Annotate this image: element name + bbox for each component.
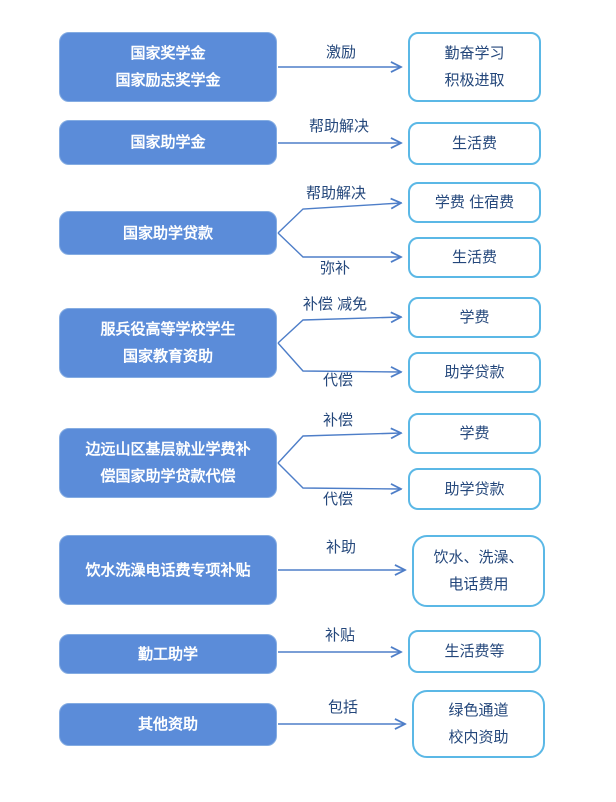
box-text-line: 国家励志奖学金 <box>115 72 221 89</box>
box-text-line: 勤奋学习 <box>444 45 505 62</box>
box-text-line: 助学贷款 <box>444 364 505 381</box>
box-text-line: 校内资助 <box>448 729 509 746</box>
arrow-label: 补助 <box>325 539 357 556</box>
box-text-line: 积极进取 <box>444 72 505 89</box>
source-box-utility: 饮水洗澡电话费专项补贴 <box>59 535 277 605</box>
target-box-tuition-housing: 学费 住宿费 <box>408 182 541 223</box>
box-text-line: 学费 <box>459 309 490 326</box>
box-text-line: 绿色通道 <box>448 702 509 719</box>
arrow-label: 补贴 <box>324 627 356 644</box>
box-text-line: 勤工助学 <box>137 645 198 663</box>
arrow-remote-upper <box>277 433 401 464</box>
arrow-label: 包括 <box>327 699 359 716</box>
source-box-other: 其他资助 <box>59 703 277 746</box>
arrow-loan-upper <box>277 203 401 234</box>
box-text-line: 饮水洗澡电话费专项补贴 <box>85 561 251 579</box>
source-box-military: 服兵役高等学校学生 国家教育资助 <box>59 308 277 378</box>
box-text-line: 服兵役高等学校学生 <box>100 321 236 338</box>
arrow-military-upper <box>277 317 401 344</box>
target-box-student-loan: 助学贷款 <box>408 352 541 393</box>
box-text-line: 生活费 <box>451 249 497 266</box>
target-box-tuition: 学费 <box>408 297 541 338</box>
box-text-line: 国家助学金 <box>130 134 206 151</box>
arrow-loan-lower <box>277 232 401 257</box>
box-text-line: 助学贷款 <box>444 480 505 498</box>
source-box-scholarship: 国家奖学金 国家励志奖学金 <box>59 32 277 102</box>
box-text-line: 边远山区基层就业学费补 <box>85 441 251 458</box>
arrow-label: 帮助解决 <box>308 118 370 135</box>
box-text-line: 国家助学贷款 <box>122 224 213 242</box>
arrow-label: 代偿 <box>322 372 354 389</box>
target-box-green-channel: 绿色通道 校内资助 <box>412 690 545 758</box>
box-text-line: 偿国家助学贷款代偿 <box>100 468 236 485</box>
box-text-line: 生活费 <box>451 135 497 152</box>
target-box-tuition-2: 学费 <box>408 413 541 454</box>
target-box-living: 生活费 <box>408 122 541 165</box>
arrow-label: 帮助解决 <box>305 185 367 202</box>
box-text-line: 学费 <box>459 425 490 442</box>
box-text-line: 国家教育资助 <box>122 348 213 365</box>
target-box-study: 勤奋学习 积极进取 <box>408 32 541 102</box>
source-box-remote: 边远山区基层就业学费补 偿国家助学贷款代偿 <box>59 428 277 498</box>
arrow-remote-lower <box>277 462 401 489</box>
arrow-military-lower <box>277 342 401 372</box>
box-text-line: 国家奖学金 <box>130 45 206 62</box>
target-box-living-etc: 生活费等 <box>408 630 541 673</box>
target-box-utility-fees: 饮水、洗澡、 电话费用 <box>412 535 545 607</box>
arrow-label: 代偿 <box>322 491 354 508</box>
box-text-line: 学费 住宿费 <box>434 194 515 211</box>
arrow-label: 激励 <box>325 44 357 61</box>
arrow-label: 补偿 减免 <box>302 296 368 313</box>
arrow-label: 补偿 <box>322 412 354 429</box>
target-box-student-loan-2: 助学贷款 <box>408 468 541 510</box>
box-text-line: 生活费等 <box>444 643 505 660</box>
arrow-label: 弥补 <box>319 260 351 277</box>
source-box-loan: 国家助学贷款 <box>59 211 277 255</box>
box-text-line: 饮水、洗澡、 <box>433 549 524 566</box>
box-text-line: 其他资助 <box>137 716 198 733</box>
box-text-line: 电话费用 <box>448 576 509 593</box>
target-box-living-2: 生活费 <box>408 237 541 278</box>
source-box-workstudy: 勤工助学 <box>59 634 277 674</box>
source-box-grant: 国家助学金 <box>59 120 277 165</box>
